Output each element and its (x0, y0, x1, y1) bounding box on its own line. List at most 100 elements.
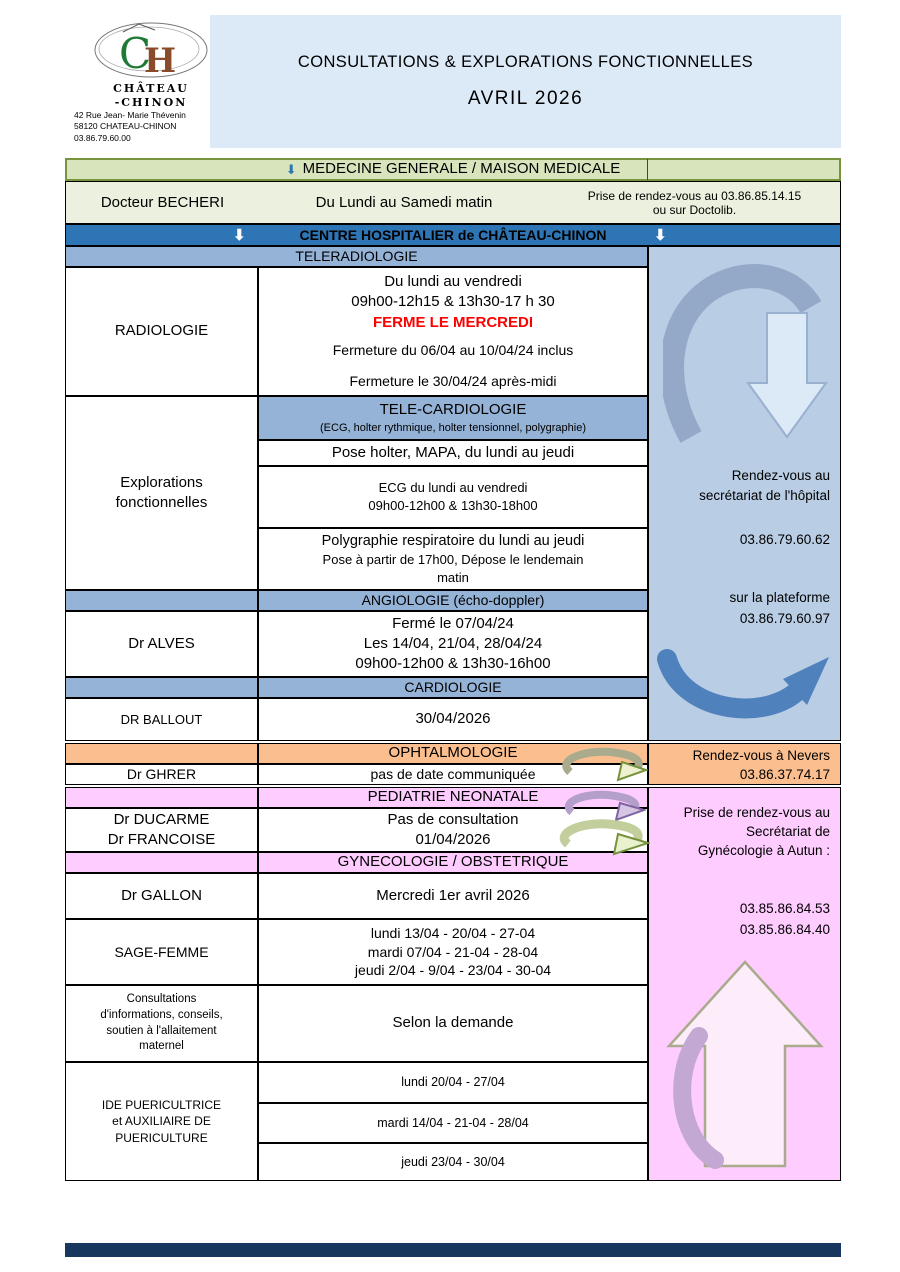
pediatrie-info2: 01/04/2026 (415, 831, 491, 848)
medecine-banner: ⬇ MEDECINE GENERALE / MAISON MEDICALE (65, 158, 841, 181)
curved-down-arrow-graphic (663, 264, 828, 443)
alves-line3: 09h00-12h00 & 13h30-16h00 (355, 655, 551, 673)
curved-up-arrow-graphic (657, 649, 829, 719)
ducarme-doctor1: Dr DUCARME (113, 810, 210, 828)
radiologie-label: RADIOLOGIE (65, 267, 258, 396)
telecardio-banner: TELE-CARDIOLOGIE (ECG, holter rythmique,… (258, 396, 648, 440)
logo-letter-c: C (119, 29, 151, 78)
gyneco-rdv-panel: Prise de rendez-vous au Secrétariat de G… (648, 787, 841, 1181)
ghrer-info: pas de date communiquée (258, 764, 648, 785)
telecardio-banner-subtitle: (ECG, holter rythmique, holter tensionne… (320, 421, 586, 434)
hopital-banner-label: CENTRE HOSPITALIER de CHÂTEAU-CHINON (299, 226, 607, 243)
hopital-rdv-panel: Rendez-vous au secrétariat de l'hôpital … (648, 246, 841, 741)
gyneco-banner-left (65, 852, 258, 873)
panel-phone-1: 03.86.79.60.62 (739, 532, 830, 547)
sagefemme-schedule: lundi 13/04 - 20/04 - 27-04 mardi 07/04 … (258, 919, 648, 985)
ide-label-line2: et AUXILIAIRE DE (112, 1114, 211, 1129)
panel-rdv-line3: sur la plateforme (729, 590, 830, 605)
ide-row1: lundi 20/04 - 27/04 (258, 1062, 648, 1103)
gyneco-panel-line2: Secrétariat de (745, 824, 830, 839)
polygraphie-line1: Polygraphie respiratoire du lundi au jeu… (321, 532, 585, 549)
panel-rdv-line1: Rendez-vous au (731, 468, 830, 483)
pediatrie-info1: Pas de consultation (387, 810, 519, 828)
allaitement-line1: Consultations (126, 993, 197, 1006)
radiologie-line5: Fermeture le 30/04/24 après-midi (349, 372, 557, 389)
logo-ch-icon: C H (94, 22, 208, 81)
medecine-schedule: Du Lundi au Samedi matin (315, 194, 493, 211)
alves-label: Dr ALVES (65, 611, 258, 677)
alves-schedule: Fermé le 07/04/24 Les 14/04, 21/04, 28/0… (258, 611, 648, 677)
sagefemme-line1: lundi 13/04 - 20/04 - 27-04 (370, 924, 536, 941)
nevers-line: Rendez-vous à Nevers (692, 748, 830, 763)
cardiologie-banner-left (65, 677, 258, 698)
logo-name-line2: -CHINON (114, 95, 188, 109)
gyneco-banner: GYNECOLOGIE / OBSTETRIQUE (258, 852, 648, 873)
down-arrow-icon: ⬇ (233, 227, 246, 244)
column-divider (647, 159, 648, 180)
radiologie-line2: 09h00-12h15 & 13h30-17 h 30 (351, 293, 555, 311)
gallon-date: Mercredi 1er avril 2026 (258, 873, 648, 919)
polygraphie-line2: Pose à partir de 17h00, Dépose le lendem… (322, 552, 584, 568)
medecine-rdv: Prise de rendez-vous au 03.86.85.14.15 o… (549, 182, 840, 223)
radiologie-line4: Fermeture du 06/04 au 10/04/24 inclus (332, 341, 574, 358)
hopital-banner: ⬇ CENTRE HOSPITALIER de CHÂTEAU-CHINON ⬇ (65, 224, 841, 246)
nevers-panel: Rendez-vous à Nevers 03.86.37.74.17 (648, 743, 841, 785)
ghrer-label: Dr GHRER (65, 764, 258, 785)
swirl-arrow-icon-ophtalmologie (562, 747, 648, 782)
explorations-label-line1: Explorations (120, 473, 203, 491)
ide-label-line1: IDE PUERICULTRICE (101, 1098, 222, 1113)
explorations-label-line2: fonctionnelles (115, 494, 208, 511)
radiologie-closed: FERME LE MERCREDI (372, 313, 533, 331)
footer-bar (65, 1243, 841, 1257)
ecg-line2: 09h00-12h00 & 13h30-18h00 (368, 498, 538, 513)
telecardio-banner-title: TELE-CARDIOLOGIE (379, 401, 527, 419)
pediatrie-banner: PEDIATRIE NEONATALE (258, 787, 648, 808)
page-header: CONSULTATIONS & EXPLORATIONS FONCTIONNEL… (210, 15, 841, 148)
medecine-doctor: Docteur BECHERI (100, 194, 225, 211)
alves-line2: Les 14/04, 21/04, 28/04/24 (363, 634, 543, 652)
angiologie-banner: ANGIOLOGIE (écho-doppler) (258, 590, 648, 611)
medecine-rdv-line2: ou sur Doctolib. (652, 202, 737, 217)
allaitement-line2: d'informations, conseils, (100, 1008, 223, 1021)
gyneco-panel-phone2: 03.85.86.84.40 (739, 922, 830, 937)
allaitement-info: Selon la demande (258, 985, 648, 1062)
panel-phone-2: 03.86.79.60.97 (739, 611, 830, 626)
swirl-arrow-icon-pediatrie-green (559, 819, 650, 856)
ballout-label: DR BALLOUT (65, 698, 258, 741)
nevers-phone: 03.86.37.74.17 (739, 767, 830, 782)
ophtalmologie-banner-left (65, 743, 258, 764)
ide-label: IDE PUERICULTRICE et AUXILIAIRE DE PUERI… (65, 1062, 258, 1181)
gyneco-panel-line3: Gynécologie à Autun : (697, 843, 830, 858)
page-month: AVRIL 2026 (467, 88, 584, 109)
polygraphie-line3: matin (437, 569, 469, 585)
ide-row3: jeudi 23/04 - 30/04 (258, 1143, 648, 1181)
medecine-rdv-line1: Prise de rendez-vous au 03.86.85.14.15 (587, 188, 802, 203)
explorations-label: Explorations fonctionnelles (65, 396, 258, 590)
medecine-row: Docteur BECHERI Du Lundi au Samedi matin… (65, 181, 841, 224)
allaitement-line4: maternel (139, 1040, 184, 1053)
cardiologie-banner: CARDIOLOGIE (258, 677, 648, 698)
ducarme-doctor2: Dr FRANCOISE (107, 831, 216, 848)
radiologie-line1: Du lundi au vendredi (384, 273, 522, 291)
radiologie-schedule: Du lundi au vendredi 09h00-12h15 & 13h30… (258, 267, 648, 396)
logo-phone: 03.86.79.60.00 (74, 133, 131, 144)
down-arrow-icon: ⬇ (285, 162, 297, 177)
ide-label-line3: PUERICULTURE (115, 1130, 208, 1145)
ophtalmologie-banner: OPHTALMOLOGIE (258, 743, 648, 764)
pediatrie-info: Pas de consultation 01/04/2026 (258, 808, 648, 852)
logo-address-1: 42 Rue Jean- Marie Thévenin (74, 109, 186, 120)
panel-rdv-line2: secrétariat de l'hôpital (699, 488, 830, 503)
sagefemme-line2: mardi 07/04 - 21-04 - 28-04 (367, 943, 539, 960)
pediatrie-banner-left (65, 787, 258, 808)
gyneco-panel-line1: Prise de rendez-vous au (683, 805, 830, 820)
logo-address-2: 58120 CHATEAU-CHINON (74, 121, 177, 132)
teleradiologie-banner: TELERADIOLOGIE (65, 246, 648, 267)
ballout-date: 30/04/2026 (258, 698, 648, 741)
ide-row2: mardi 14/04 - 21-04 - 28/04 (258, 1103, 648, 1143)
swirl-arrow-icon-pediatrie-purple (564, 790, 646, 822)
big-up-arrow-graphic (666, 960, 824, 1169)
logo-name-line1: CHÂTEAU (113, 82, 189, 95)
ducarme-label: Dr DUCARME Dr FRANCOISE (65, 808, 258, 852)
alves-line1: Fermé le 07/04/24 (392, 614, 514, 632)
